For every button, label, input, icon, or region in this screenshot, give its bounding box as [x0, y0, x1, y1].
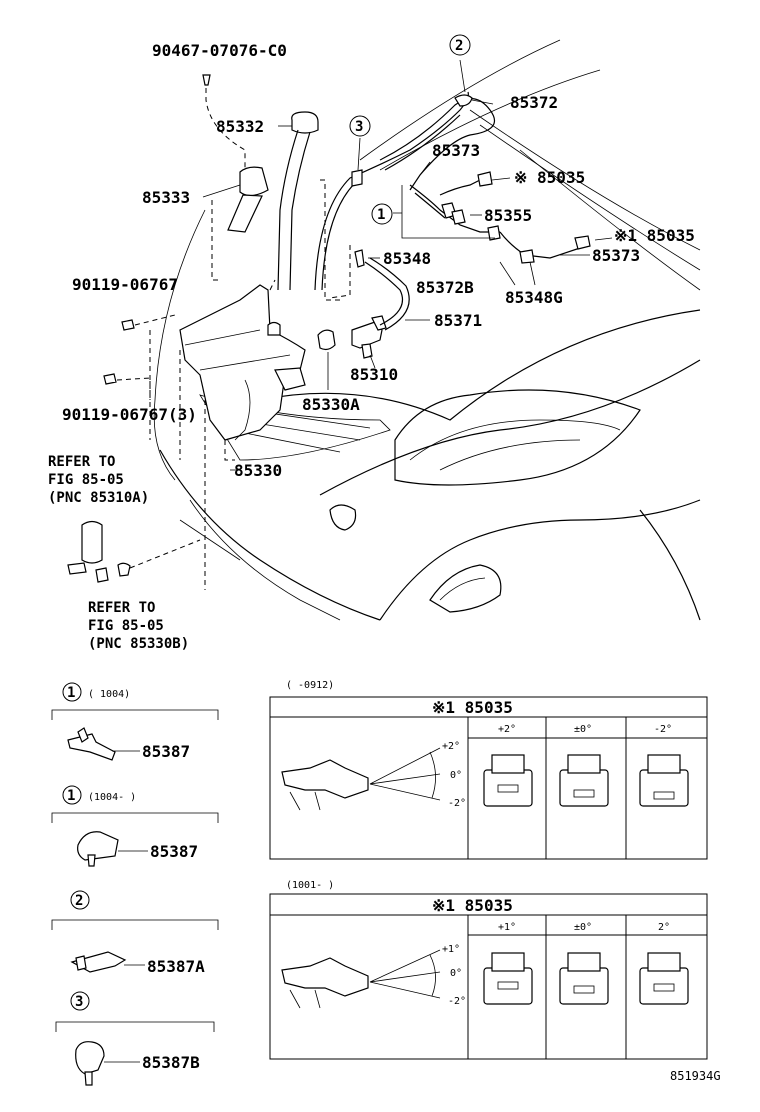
label-85332: 85332 [216, 117, 264, 136]
label-85330: 85330 [234, 461, 282, 480]
part-labels: 90467-07076-C0 85332 85333 85372 85373 ※… [48, 41, 695, 652]
label-85372: 85372 [510, 93, 558, 112]
label-85348g: 85348G [505, 288, 563, 307]
label-90467: 90467-07076-C0 [152, 41, 287, 60]
label-85373-upper: 85373 [432, 141, 480, 160]
svg-text:1: 1 [377, 207, 385, 223]
svg-text:1: 1 [67, 788, 75, 804]
adjustment-table-1: ( -0912) ※1 85035 +2° ±0° -2° +2° 0° -2° [269, 680, 708, 860]
washer-parts [67, 74, 591, 590]
table-1-title: ※1 85035 [432, 698, 513, 717]
legend-3-part: 85387B [142, 1053, 200, 1072]
svg-text:-2°: -2° [448, 798, 466, 809]
label-85348: 85348 [383, 249, 431, 268]
svg-text:3: 3 [355, 119, 363, 135]
table-1-col3: -2° [654, 724, 672, 735]
table-2-col2: ±0° [574, 922, 592, 933]
refer-1-line1: REFER TO [48, 454, 115, 470]
svg-text:0°: 0° [450, 770, 462, 781]
legend-1a-date: ( 1004) [88, 689, 130, 700]
label-85310: 85310 [350, 365, 398, 384]
svg-text:+2°: +2° [442, 741, 460, 752]
label-85330a: 85330A [302, 395, 360, 414]
legend-1b-date: (1004- ) [88, 792, 136, 803]
label-85371: 85371 [434, 311, 482, 330]
refer-1-line2: FIG 85-05 [48, 472, 124, 488]
label-85035-lower: ※1 85035 [614, 226, 695, 245]
legend-item-3: 3 85387B [55, 991, 215, 1086]
callout-3: 3 [349, 115, 371, 137]
legend-1b-part: 85387 [150, 842, 198, 861]
legend-item-1b: 1 (1004- ) 85387 [51, 785, 219, 867]
legend-2-part: 85387A [147, 957, 205, 976]
leader-lines [202, 59, 613, 471]
table-1-col1: +2° [498, 724, 516, 735]
legend-item-1a: 1 ( 1004) 85387 [51, 682, 219, 761]
refer-1-line3: (PNC 85310A) [48, 490, 149, 506]
table-2-date: (1001- ) [286, 880, 334, 891]
label-85035-upper: ※ 85035 [514, 168, 585, 187]
label-85373-lower: 85373 [592, 246, 640, 265]
diagram-code: 851934G [670, 1069, 721, 1083]
adjustment-table-2: (1001- ) ※1 85035 +1° ±0° 2° +1° 0° -2° [269, 880, 708, 1060]
table-1-date: ( -0912) [286, 680, 334, 691]
label-85372b: 85372B [416, 278, 474, 297]
table-2-col1: +1° [498, 922, 516, 933]
legend-1a-part: 85387 [142, 742, 190, 761]
label-90119-lower: 90119-06767(3) [62, 405, 197, 424]
table-2-nozzle-views [483, 952, 689, 1005]
label-85333: 85333 [142, 188, 190, 207]
callout-1: 1 [371, 203, 393, 225]
callout-2: 2 [449, 34, 471, 56]
refer-2-line2: FIG 85-05 [88, 618, 164, 634]
svg-text:-2°: -2° [448, 996, 466, 1007]
table-1-col2: ±0° [574, 724, 592, 735]
label-85355: 85355 [484, 206, 532, 225]
svg-text:1: 1 [67, 685, 75, 701]
svg-text:2: 2 [75, 893, 83, 909]
vehicle-outline [153, 39, 701, 621]
table-2-title: ※1 85035 [432, 896, 513, 915]
table-2-col3: 2° [658, 922, 670, 933]
legend-item-2: 2 85387A [51, 890, 219, 976]
svg-text:0°: 0° [450, 968, 462, 979]
svg-text:+1°: +1° [442, 944, 460, 955]
table-1-nozzle-views [483, 754, 689, 807]
refer-2-line1: REFER TO [88, 600, 155, 616]
label-90119-upper: 90119-06767 [72, 275, 178, 294]
svg-text:2: 2 [455, 38, 463, 54]
refer-2-line3: (PNC 85330B) [88, 636, 189, 652]
svg-text:3: 3 [75, 994, 83, 1010]
